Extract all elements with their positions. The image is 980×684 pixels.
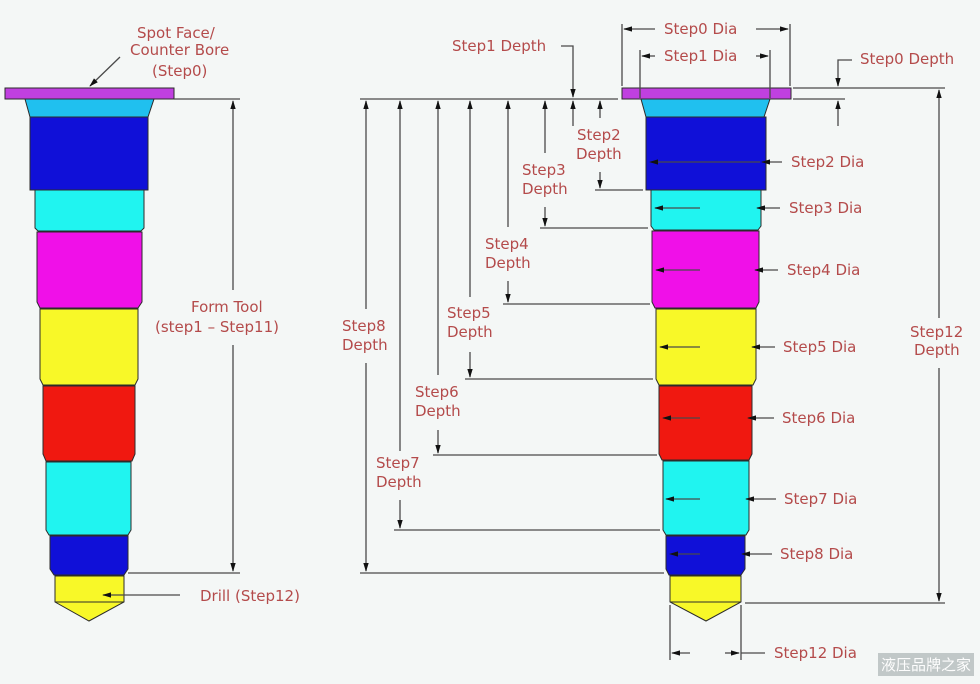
left-step7 <box>45 461 132 536</box>
step8-dia-label: Step8 Dia <box>780 545 853 563</box>
step5-depth-label-1: Step5 <box>447 304 491 322</box>
left-tool: Spot Face/ Counter Bore (Step0) Form Too… <box>4 24 300 622</box>
right-step4 <box>651 230 760 309</box>
step1-dia-label: Step1 Dia <box>664 47 737 65</box>
left-step6 <box>42 385 136 462</box>
right-step8 <box>665 535 746 576</box>
step6-depth-label-2: Depth <box>415 402 461 420</box>
step4-dia-label: Step4 Dia <box>787 261 860 279</box>
left-spot-face <box>4 87 175 100</box>
left-step3 <box>34 189 145 232</box>
step7-depth-label-1: Step7 <box>376 454 420 472</box>
step4-depth-label-1: Step4 <box>485 235 529 253</box>
right-drill <box>669 575 742 622</box>
step2-depth-label-1: Step2 <box>577 126 621 144</box>
step1-depth-label: Step1 Depth <box>452 37 546 55</box>
spot-face-label-2: Counter Bore <box>130 41 229 59</box>
left-step5 <box>39 308 139 386</box>
spot-face-label-1: Spot Face/ <box>137 24 216 42</box>
left-step4 <box>36 231 143 309</box>
step7-depth-label-2: Depth <box>376 473 422 491</box>
step5-dia-label: Step5 Dia <box>783 338 856 356</box>
right-step3 <box>650 189 762 231</box>
right-step6 <box>658 385 753 461</box>
step12-depth-label-1: Step12 <box>910 323 963 341</box>
right-step1-taper <box>640 98 771 118</box>
step3-dia-label: Step3 Dia <box>789 199 862 217</box>
step12-dia-label: Step12 Dia <box>774 644 857 662</box>
right-step5 <box>655 308 757 386</box>
step8-depth-label-1: Step8 <box>342 317 386 335</box>
step4-depth-label-2: Depth <box>485 254 531 272</box>
watermark: 液压品牌之家 <box>877 653 974 676</box>
left-drill <box>54 575 125 622</box>
step3-depth-label-1: Step3 <box>522 161 566 179</box>
right-step7 <box>662 460 750 536</box>
left-step2 <box>29 116 149 191</box>
step2-dia-label: Step2 Dia <box>791 153 864 171</box>
form-tool-label-1: Form Tool <box>191 298 263 316</box>
spot-face-label-3: (Step0) <box>152 62 207 80</box>
drill-label: Drill (Step12) <box>200 587 300 605</box>
step12-depth-label-2: Depth <box>914 341 960 359</box>
form-tool-label-2: (step1 – Step11) <box>155 318 279 336</box>
step8-depth-label-2: Depth <box>342 336 388 354</box>
step6-depth-label-1: Step6 <box>415 383 459 401</box>
left-step1-taper <box>24 98 155 118</box>
step0-dia-label: Step0 Dia <box>664 20 737 38</box>
right-tool: Step0 Dia Step1 Dia Step0 Depth Step2 Di… <box>342 20 963 662</box>
step7-dia-label: Step7 Dia <box>784 490 857 508</box>
step3-depth-label-2: Depth <box>522 180 568 198</box>
right-spot-face <box>621 87 792 100</box>
step6-dia-label: Step6 Dia <box>782 409 855 427</box>
left-step8 <box>49 535 129 576</box>
step2-depth-label-2: Depth <box>576 145 622 163</box>
step5-depth-label-2: Depth <box>447 323 493 341</box>
right-step2 <box>645 116 767 191</box>
step0-depth-label: Step0 Depth <box>860 50 954 68</box>
